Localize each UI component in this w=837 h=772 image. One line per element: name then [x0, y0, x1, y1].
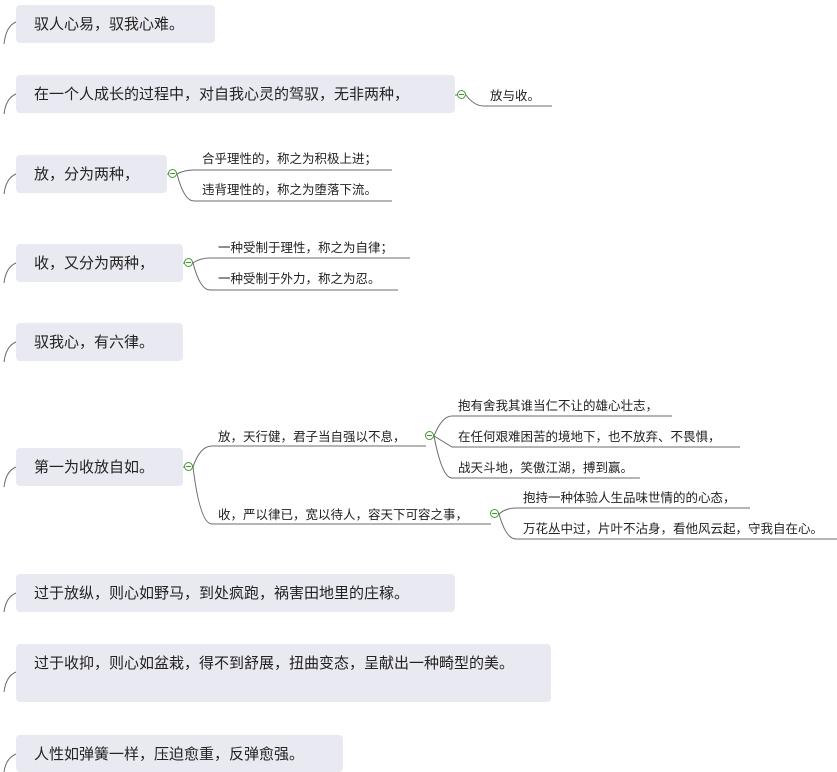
topic-6[interactable]: 第一为收放自如。 [16, 448, 183, 486]
collapse-toggle-icon[interactable] [168, 169, 177, 178]
subtopic-fight-to-win[interactable]: 战天斗地，笑傲江湖，搏到赢。 [458, 460, 634, 475]
topic-1[interactable]: 驭人心易，驭我心难。 [16, 5, 215, 43]
collapse-toggle-icon[interactable] [425, 431, 434, 440]
collapse-toggle-icon[interactable] [184, 258, 193, 267]
branch-shou[interactable]: 收，严以律已，宽以待人，容天下可容之事， [218, 507, 469, 522]
subtopic-experience-life[interactable]: 抱持一种体验人生品味世情的的心态， [523, 490, 736, 505]
subtopic-fang-irrational[interactable]: 违背理性的，称之为堕落下流。 [202, 182, 378, 197]
collapse-toggle-icon[interactable] [457, 90, 466, 99]
collapse-toggle-icon[interactable] [184, 462, 193, 471]
topic-3[interactable]: 放，分为两种， [16, 155, 167, 193]
topic-5[interactable]: 驭我心，有六律。 [16, 323, 183, 361]
topic-9[interactable]: 人性如弹簧一样，压迫愈重，反弹愈强。 [16, 735, 343, 772]
subtopic-untouched[interactable]: 万花丛中过，片叶不沾身，看他风云起，守我自在心。 [523, 521, 824, 536]
topic-2[interactable]: 在一个人成长的过程中，对自我心灵的驾驭，无非两种， [16, 75, 455, 113]
branch-fang[interactable]: 放，天行健，君子当自强以不息， [218, 429, 406, 444]
subtopic-shou-endurance[interactable]: 一种受制于外力，称之为忍。 [218, 271, 381, 286]
subtopic-never-give-up[interactable]: 在任何艰难困苦的境地下，也不放弃、不畏惧， [458, 429, 721, 444]
subtopic-ambition[interactable]: 抱有舍我其谁当仁不让的雄心壮志， [458, 398, 659, 413]
topic-4[interactable]: 收，又分为两种， [16, 244, 183, 282]
topic-8[interactable]: 过于收抑，则心如盆栽，得不到舒展，扭曲变态，呈献出一种畸型的美。 [16, 644, 551, 702]
subtopic-shou-self-discipline[interactable]: 一种受制于理性，称之为自律； [218, 240, 394, 255]
subtopic-fang-rational[interactable]: 合乎理性的，称之为积极上进； [202, 151, 378, 166]
topic-7[interactable]: 过于放纵，则心如野马，到处疯跑，祸害田地里的庄稼。 [16, 574, 455, 612]
subtopic-fang-yu-shou[interactable]: 放与收。 [490, 88, 541, 103]
collapse-toggle-icon[interactable] [490, 509, 499, 518]
